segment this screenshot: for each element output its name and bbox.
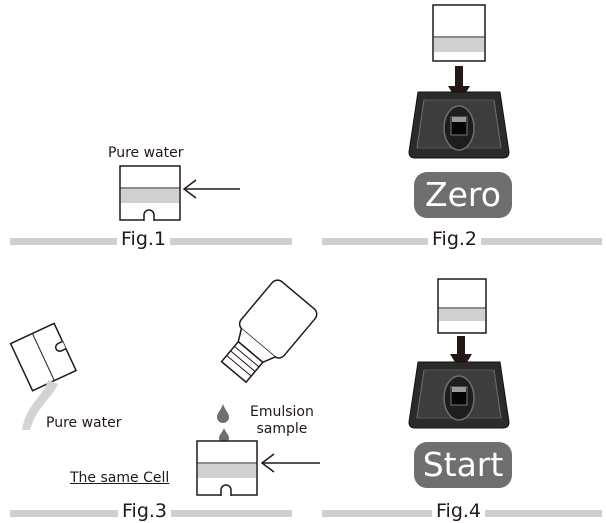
droplet-icon-2: [219, 428, 229, 443]
fig3-pouring-cell-icon: [9, 322, 78, 430]
fig3-caption: Fig.3: [118, 500, 172, 522]
fig3-arrow-icon: [260, 453, 320, 473]
fig1-caption: Fig.1: [117, 228, 171, 250]
fig1-cell-icon: [119, 165, 181, 221]
fig4-instrument-icon: [408, 361, 510, 429]
fig3-same-cell-label: The same Cell: [70, 470, 170, 486]
droplet-icon: [217, 404, 229, 423]
fig1-arrow-icon: [182, 179, 240, 199]
fig2-caption: Fig.2: [428, 228, 482, 250]
fig3-emulsion-sample-label: Emulsion sample: [250, 404, 314, 437]
fig4-cell-icon: [437, 278, 487, 334]
zero-button[interactable]: Zero: [414, 172, 512, 218]
fig4-caption: Fig.4: [432, 500, 486, 522]
fig1-pure-water-label: Pure water: [108, 145, 184, 161]
fig2-instrument-icon: [408, 91, 510, 159]
fig2-cell-icon: [432, 4, 486, 62]
fig3-cell-icon: [196, 440, 258, 496]
start-button[interactable]: Start: [414, 442, 512, 488]
fig3-bottle-icon: [220, 279, 318, 384]
fig3-pure-water-label: Pure water: [46, 415, 122, 431]
